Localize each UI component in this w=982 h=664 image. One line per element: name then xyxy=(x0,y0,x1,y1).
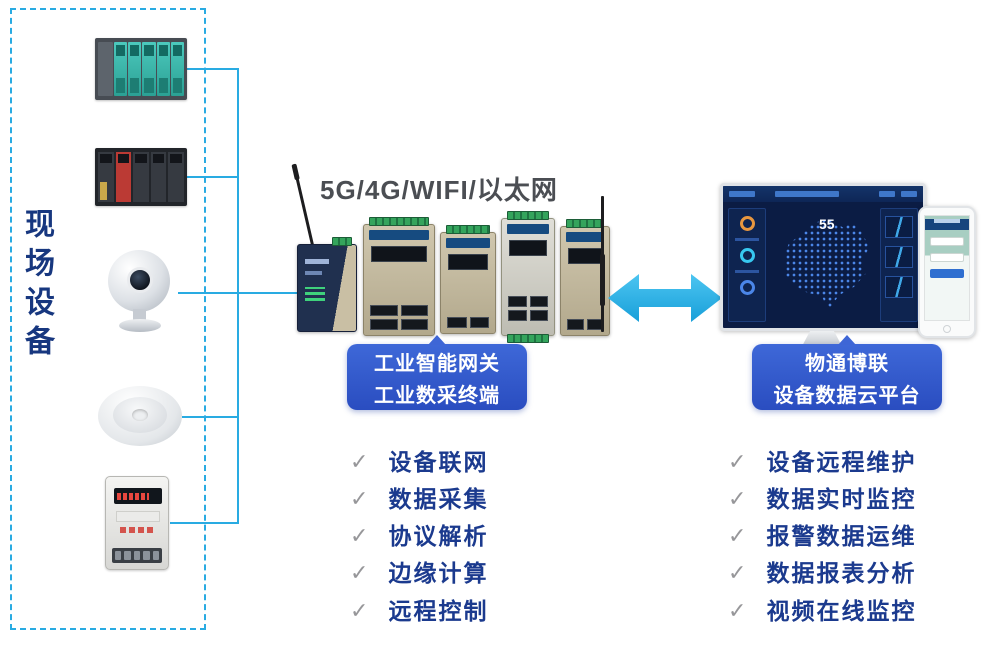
ip-camera-image xyxy=(100,250,178,334)
gateway-title-line1: 工业智能网关 xyxy=(374,352,500,375)
phone-home-button xyxy=(943,325,951,333)
field-devices-group-border xyxy=(10,8,206,630)
gauge-icon xyxy=(739,280,755,295)
check-icon: ✓ xyxy=(350,560,369,586)
check-icon: ✓ xyxy=(350,523,369,549)
check-icon: ✓ xyxy=(350,597,369,623)
check-icon: ✓ xyxy=(728,449,747,475)
gauge-icon xyxy=(739,216,755,231)
check-icon: ✓ xyxy=(728,486,747,512)
platform-callout: 物通博联 设备数据云平台 xyxy=(752,335,942,410)
connectivity-label: 5G/4G/WIFI/以太网 xyxy=(320,175,558,205)
gateway-device xyxy=(297,237,357,332)
check-icon: ✓ xyxy=(728,523,747,549)
check-icon: ✓ xyxy=(728,560,747,586)
check-icon: ✓ xyxy=(728,597,747,623)
antenna-icon xyxy=(600,196,605,332)
feature-item: ✓ 数据报表分析 xyxy=(728,560,917,587)
connector-line xyxy=(187,68,239,70)
dashboard-logo xyxy=(729,191,755,197)
connector-line xyxy=(170,522,239,524)
gateway-title-line2: 工业数采终端 xyxy=(374,384,500,407)
feature-item: ✓ 设备联网 xyxy=(350,449,489,475)
plc-rack-dark-image xyxy=(95,148,187,206)
check-icon: ✓ xyxy=(350,449,369,475)
connector-line xyxy=(182,416,239,418)
mini-chart-icon xyxy=(885,276,913,298)
field-devices-label: 现场设备 xyxy=(20,208,53,364)
feature-item: ✓ 边缘计算 xyxy=(350,560,489,587)
energy-meter-image xyxy=(105,476,169,570)
dashboard-monitor: 55 xyxy=(720,183,926,331)
platform-title-line2: 设备数据云平台 xyxy=(773,384,921,407)
antenna-icon xyxy=(295,178,314,246)
feature-item: ✓ 设备远程维护 xyxy=(728,449,917,475)
platform-title-line1: 物通博联 xyxy=(805,352,889,375)
gateway-device xyxy=(363,217,435,336)
smoke-detector-image xyxy=(98,386,182,446)
bidirectional-arrow-icon xyxy=(608,274,722,322)
gateway-device xyxy=(501,211,555,343)
phone-login-button xyxy=(930,269,964,278)
feature-item: ✓ 数据采集 xyxy=(350,486,489,513)
platform-feature-list: ✓ 设备远程维护 ✓ 数据实时监控 ✓ 报警数据运维 ✓ 数据报表分析 ✓ 视频… xyxy=(728,450,916,623)
gateway-device xyxy=(440,225,496,334)
dashboard-stat: 55 xyxy=(819,216,835,232)
dashboard-title-bar xyxy=(775,191,839,197)
feature-item: ✓ 视频在线监控 xyxy=(728,597,917,624)
phone-input-field xyxy=(930,253,964,262)
feature-item: ✓ 报警数据运维 xyxy=(728,523,917,550)
phone-app-header xyxy=(925,219,969,230)
mini-chart-icon xyxy=(885,216,913,238)
feature-item: ✓ 远程控制 xyxy=(350,597,489,624)
check-icon: ✓ xyxy=(350,486,369,512)
gauge-icon xyxy=(739,248,755,263)
connector-line xyxy=(178,292,320,294)
device-bus-line xyxy=(237,68,239,524)
plc-rack-teal-image xyxy=(95,38,187,100)
gateway-callout: 工业智能网关 工业数采终端 xyxy=(347,335,527,410)
mini-chart-icon xyxy=(885,246,913,268)
mobile-phone xyxy=(918,206,976,338)
phone-input-field xyxy=(930,237,964,246)
gateway-feature-list: ✓ 设备联网 ✓ 数据采集 ✓ 协议解析 ✓ 边缘计算 ✓ 远程控制 xyxy=(350,450,488,623)
camera-lens-icon xyxy=(127,267,153,293)
feature-item: ✓ 数据实时监控 xyxy=(728,486,917,513)
dashboard-right-panel xyxy=(880,208,918,322)
feature-item: ✓ 协议解析 xyxy=(350,523,489,550)
phone-screen xyxy=(924,215,970,321)
dashboard-left-panel xyxy=(728,208,766,322)
connector-line xyxy=(187,176,239,178)
dashboard-header xyxy=(723,186,923,202)
